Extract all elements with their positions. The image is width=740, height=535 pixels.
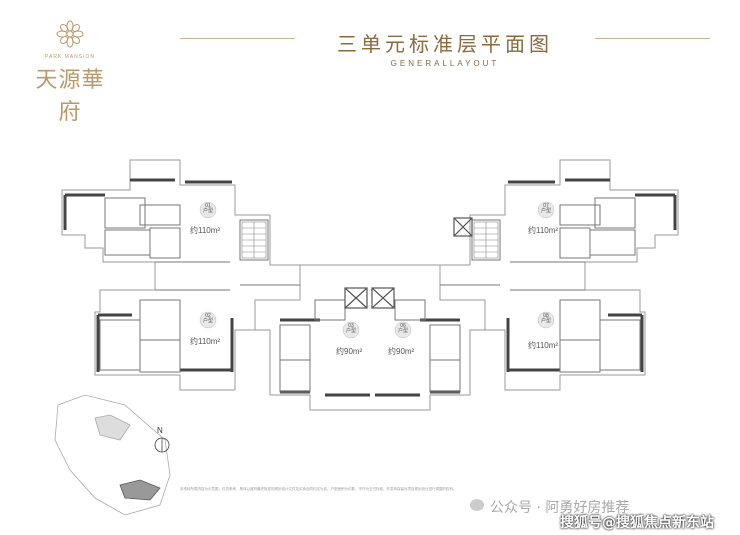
unit-area-08: 约110m² xyxy=(528,341,559,350)
compass-label: N xyxy=(157,426,163,435)
watermark-wechat: 公众号 · 阿勇好房推荐 xyxy=(490,500,630,516)
header-line-left xyxy=(180,38,295,39)
unit-area-03: 约90m² xyxy=(336,347,363,356)
flower-icon xyxy=(56,20,84,48)
unit-area-01: 约110m² xyxy=(190,226,221,235)
unit-area-07: 约110m² xyxy=(528,226,559,235)
disclaimer-footnote: 本资料所载内容为示意图，仅供参考，具体以政府最终批准的规划设计文件及买卖合同约定… xyxy=(180,487,457,491)
right-wing-outline xyxy=(439,159,679,391)
title-en: GENERALLAYOUT xyxy=(390,59,500,68)
compass-icon xyxy=(154,437,170,453)
elevator-core xyxy=(344,217,473,309)
title-cn: 三单元标准层平面图 xyxy=(337,32,553,56)
stair-left xyxy=(241,221,267,259)
unit-markers xyxy=(199,201,555,339)
central-core-outline xyxy=(254,264,486,411)
left-wing-outline xyxy=(61,159,301,391)
unit-area-02: 约110m² xyxy=(190,337,221,346)
wechat-icon xyxy=(470,499,484,511)
page-title: 三单元标准层平面图 GENERALLAYOUT xyxy=(300,28,590,68)
unit-area-06: 约90m² xyxy=(388,347,415,356)
stair-right xyxy=(473,221,499,259)
header-line-right xyxy=(595,38,710,39)
brand-logo: PARK MANSION 天源華府 xyxy=(30,20,110,126)
brand-en: PARK MANSION xyxy=(45,54,95,60)
site-plan-thumbnail xyxy=(54,394,171,516)
watermark-sohu: 搜狐号@搜狐焦点新东站 xyxy=(560,515,714,531)
brand-cn: 天源華府 xyxy=(35,68,105,125)
